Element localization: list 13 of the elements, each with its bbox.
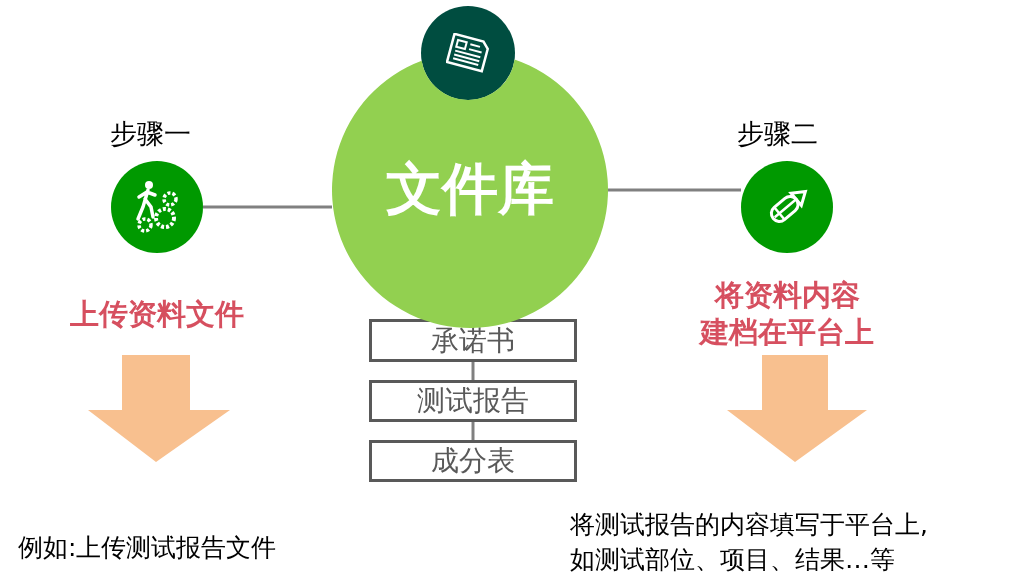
connector-line [608, 188, 741, 192]
step-label: 步骤一 [110, 117, 191, 151]
connector-line [471, 422, 475, 440]
document-box: 测试报告 [369, 380, 577, 422]
connector-line [471, 362, 475, 380]
step-caption: 上传资料文件 [70, 296, 244, 333]
step-caption: 将资料内容建档在平台上 [700, 277, 874, 351]
document-box: 成分表 [369, 440, 577, 482]
connector-line [203, 205, 332, 209]
note-text: 例如:上传测试报告文件 [18, 532, 277, 564]
note-text: 将测试报告的内容填写于平台上,如测试部位、项目、结果…等 [570, 509, 928, 576]
step-label: 步骤二 [737, 117, 818, 151]
document-box: 承诺书 [369, 319, 577, 362]
